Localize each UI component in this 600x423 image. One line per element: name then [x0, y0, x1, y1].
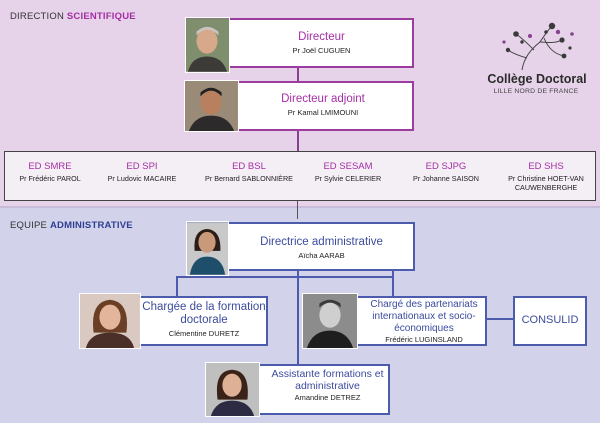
adjoint-title: Directeur adjoint: [281, 93, 365, 105]
assistante-name: Amandine DETREZ: [294, 393, 361, 402]
ed-code: ED SPI: [126, 161, 158, 172]
ed-director: Pr Sylvie CELERIER: [314, 174, 382, 183]
ecoles-doctorales-row: ED SMRE Pr Frédéric PAROL ED SPI Pr Ludo…: [4, 151, 596, 201]
person-photo-icon: [186, 18, 229, 72]
band-divider: [0, 206, 600, 208]
connector-directeur-adjoint: [297, 67, 299, 81]
ed-code: ED SESAM: [323, 161, 373, 172]
directrice-title: Directrice administrative: [260, 236, 383, 248]
connector-admin-horizontal: [176, 276, 394, 278]
ed-director: Pr Frédéric PAROL: [19, 174, 81, 183]
assistante-title: Assistante formations et administrative: [271, 368, 384, 392]
section-label-direction: DIRECTION SCIENTIFIQUE: [10, 11, 136, 22]
ed-code: ED SHS: [528, 161, 564, 172]
person-photo-icon: [187, 222, 228, 275]
person-photo-icon: [185, 81, 238, 131]
formation-photo: [79, 293, 141, 349]
section-label-equipe: EQUIPE ADMINISTRATIVE: [10, 220, 133, 231]
ed-code: ED SMRE: [28, 161, 72, 172]
section-accent: SCIENTIFIQUE: [66, 11, 136, 22]
formation-name: Clémentine DURETZ: [168, 329, 240, 338]
ed-director: Pr Johanne SAISON: [413, 174, 479, 183]
directrice-name: Aïcha AARAB: [298, 251, 345, 260]
adjoint-photo: [184, 80, 239, 132]
person-photo-icon: [303, 294, 357, 348]
partenariats-photo: [302, 293, 358, 349]
consulid-box[interactable]: CONSULID: [513, 296, 587, 346]
logo-tagline: LILLE NORD DE FRANCE: [493, 88, 579, 95]
formation-title: Chargée de la formation doctorale: [142, 301, 266, 326]
partenariats-name: Frédéric LUGINSLAND: [385, 335, 463, 344]
directeur-name: Pr Joël CUGUEN: [292, 46, 351, 55]
ed-director: Pr Christine HOET-VAN CAUWENBERGHE: [508, 174, 584, 192]
adjoint-name: Pr Kamal LMIMOUNI: [287, 108, 359, 117]
section-accent: ADMINISTRATIVE: [49, 220, 133, 231]
connector-to-formation: [176, 276, 178, 296]
formation-doctorale-box[interactable]: Chargée de la formation doctorale Clémen…: [116, 296, 268, 346]
assistante-photo: [205, 362, 260, 417]
section-prefix: DIRECTION: [10, 11, 67, 22]
ed-item[interactable]: ED SESAM Pr Sylvie CELERIER: [303, 161, 393, 183]
connector-to-partenariats: [392, 270, 394, 296]
ed-item[interactable]: ED SPI Pr Ludovic MACAIRE: [97, 161, 187, 183]
ed-director: Pr Bernard SABLONNIÈRE: [205, 174, 293, 183]
directrice-photo: [186, 221, 229, 276]
tree-logo-icon: [502, 22, 574, 71]
section-prefix: EQUIPE: [10, 220, 50, 231]
connector-adjoint-ed: [297, 131, 299, 151]
ed-director: Pr Ludovic MACAIRE: [107, 174, 177, 183]
directeur-photo: [185, 17, 230, 73]
ed-code: ED SJPG: [425, 161, 467, 172]
connector-ed-admin: [297, 201, 298, 219]
connector-directrice-assistante: [297, 270, 299, 365]
ed-item[interactable]: ED SHS Pr Christine HOET-VAN CAUWENBERGH…: [499, 161, 593, 192]
logo-brand: Collège Doctoral: [487, 72, 587, 86]
connector-to-consulid: [486, 318, 513, 320]
person-photo-icon: [206, 363, 259, 416]
ed-item[interactable]: ED SJPG Pr Johanne SAISON: [401, 161, 491, 183]
directeur-title: Directeur: [298, 31, 345, 43]
partenariats-title: Chargé des partenariats internationaux e…: [370, 299, 478, 334]
person-photo-icon: [80, 294, 140, 348]
ed-item[interactable]: ED SMRE Pr Frédéric PAROL: [5, 161, 95, 183]
ed-code: ED BSL: [232, 161, 266, 172]
college-doctoral-logo: Collège Doctoral LILLE NORD DE FRANCE: [482, 20, 587, 105]
consulid-title: CONSULID: [521, 314, 579, 326]
ed-item[interactable]: ED BSL Pr Bernard SABLONNIÈRE: [199, 161, 299, 183]
